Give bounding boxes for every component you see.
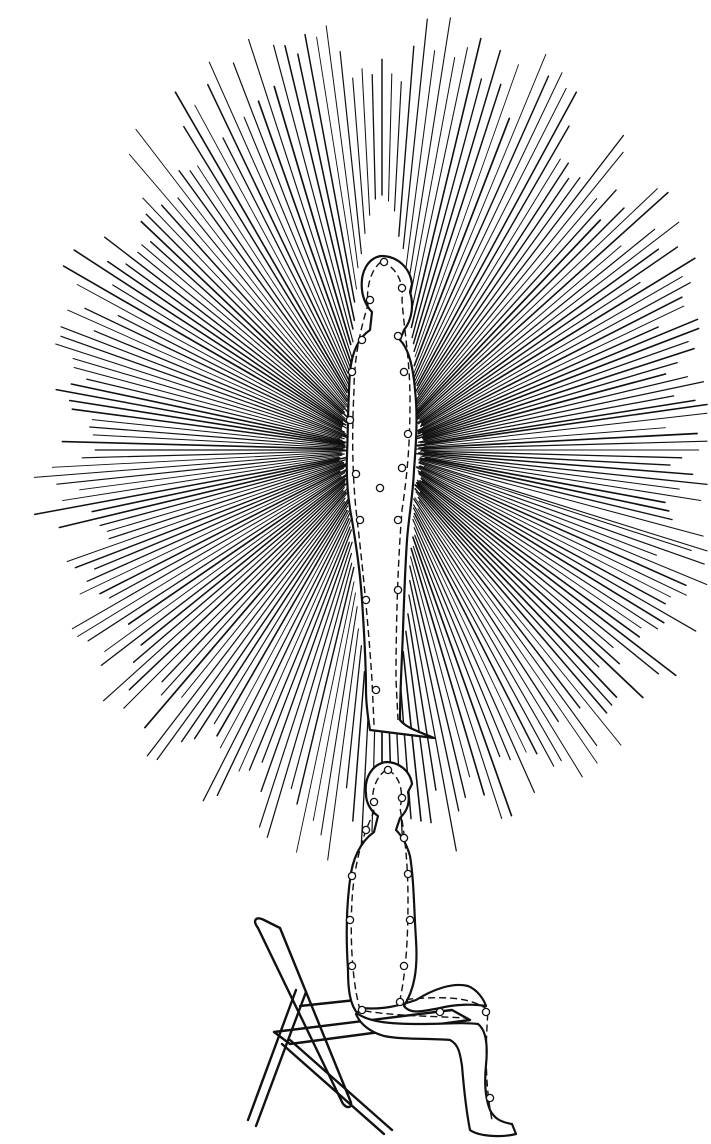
radiance-ray [389,74,392,201]
energy-point [352,470,359,477]
chair-back-frame [255,918,351,1107]
energy-point [400,834,407,841]
energy-point [362,596,369,603]
radiance-ray [372,75,375,199]
radiance-ray [395,82,402,211]
radiance-ray [412,79,481,338]
radiance-ray [328,629,359,860]
energy-point [486,1094,493,1101]
energy-point [358,1006,365,1013]
energy-point [404,870,411,877]
radiance-ray [195,501,350,739]
energy-point [436,1008,443,1015]
energy-point [394,332,401,339]
radiance-ray [413,547,501,819]
radiance-ray [85,308,345,432]
energy-point [348,962,355,969]
chair-rear-leg [282,1040,392,1134]
radiance-ray [423,455,680,489]
radiance-ray [190,171,349,402]
radiance-ray [321,607,357,835]
energy-point [394,516,401,523]
energy-point [384,766,391,773]
energy-point [348,872,355,879]
energy-point [400,368,407,375]
energy-point [406,916,413,923]
energy-point [346,416,353,423]
energy-point [362,826,369,833]
radiance-ray [415,535,500,756]
radiance-ray [415,65,519,357]
energy-point [398,284,405,291]
energy-point [358,336,365,343]
radiance-ray [353,672,365,821]
energy-point [372,686,379,693]
radiance-ray [233,63,350,369]
radiance-ray [408,58,455,310]
radiance-ray [415,498,597,763]
radiance-ray [179,171,347,402]
radiance-ray [407,18,450,290]
radiance-ray [80,455,342,490]
radiance-ray [220,511,349,748]
radiance-ray [362,69,370,216]
radiance-ray [415,179,569,403]
energy-point [348,368,355,375]
radiance-ray [414,51,501,344]
energy-point [398,794,405,801]
radiance-ray [347,646,362,788]
energy-point [398,464,405,471]
radiance-ray [143,198,344,410]
radiance-ray [420,459,672,519]
energy-point [380,258,387,265]
radiance-ray [399,46,414,236]
energy-point [404,430,411,437]
radiance-ray [151,242,342,414]
radiance-ray [414,516,527,752]
energy-point [346,916,353,923]
energy-point [376,484,383,491]
radiance-ray [305,35,355,302]
energy-point [400,962,407,969]
seated-figure [248,762,516,1136]
radiance-ray [409,595,456,851]
radiance-ray [417,485,599,667]
energy-point [370,798,377,805]
radiance-ray [421,282,640,424]
energy-point [356,516,363,523]
energy-point [396,998,403,1005]
energy-point [394,586,401,593]
radiance-ray [414,499,559,722]
radiance-ray [419,501,597,746]
radiance-ray [416,468,670,598]
radiance-ray [421,477,641,628]
energy-point [366,296,373,303]
energy-point [482,1008,489,1015]
radiance-ray [420,493,611,706]
radiance-ray [353,78,365,233]
